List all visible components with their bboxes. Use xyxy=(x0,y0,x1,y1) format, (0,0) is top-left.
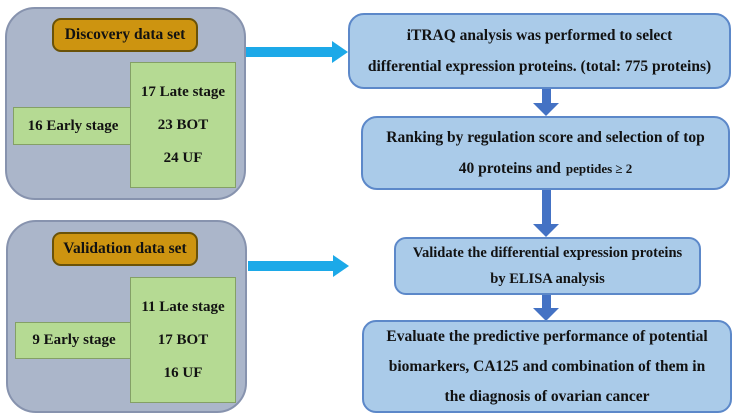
validation-early-stage-label: 9 Early stage xyxy=(32,332,116,348)
discovery-early-stage-label: 16 Early stage xyxy=(27,117,119,134)
validation-title: Validation data set xyxy=(63,240,187,257)
arrow-stem xyxy=(541,295,551,309)
discovery-panel: Discovery data set 16 Early stage 17 Lat… xyxy=(5,7,246,200)
step-ranking-line2: 40 proteins and peptides ≥ 2 xyxy=(459,153,633,184)
step-evaluate-line2: biomarkers, CA125 and combination of the… xyxy=(388,357,706,375)
validation-early-stage-box: 9 Early stage xyxy=(15,322,133,359)
arrow-stem xyxy=(248,261,334,271)
discovery-bot-label: 23 BOT xyxy=(157,116,209,133)
validation-late-stage-label: 11 Late stage xyxy=(141,298,225,315)
step-elisa-line1: Validate the differential expression pro… xyxy=(412,245,683,261)
step-ranking-line2-small: peptides ≥ 2 xyxy=(565,161,633,176)
arrow-head xyxy=(533,224,559,237)
itraq-to-ranking-arrow-icon xyxy=(533,89,559,116)
discovery-title-badge: Discovery data set xyxy=(52,18,198,52)
validation-title-badge: Validation data set xyxy=(52,232,198,266)
arrow-head xyxy=(333,255,349,277)
step-ranking-line1: Ranking by regulation score and selectio… xyxy=(386,129,705,146)
arrow-stem xyxy=(246,47,333,57)
arrow-head xyxy=(332,41,348,63)
arrow-head xyxy=(533,308,559,321)
arrow-stem xyxy=(541,190,551,225)
discovery-late-stage-label: 17 Late stage xyxy=(140,83,226,100)
validation-panel: Validation data set 9 Early stage 11 Lat… xyxy=(6,220,247,413)
discovery-uf-label: 24 UF xyxy=(163,149,203,166)
ranking-to-elisa-arrow-icon xyxy=(533,190,559,237)
arrow-head xyxy=(533,103,559,116)
step-evaluate-line3: the diagnosis of ovarian cancer xyxy=(444,387,650,405)
discovery-to-itraq-arrow-icon xyxy=(246,41,348,63)
validation-subgroups-box: 11 Late stage 17 BOT 16 UF xyxy=(130,277,236,403)
validation-uf-label: 16 UF xyxy=(163,364,203,381)
step-evaluate-line1: Evaluate the predictive performance of p… xyxy=(386,327,708,345)
elisa-to-evaluate-arrow-icon xyxy=(533,295,559,321)
validation-to-elisa-arrow-icon xyxy=(248,255,349,277)
step-elisa-box: Validate the differential expression pro… xyxy=(394,237,701,295)
discovery-title: Discovery data set xyxy=(64,26,186,43)
step-itraq-box: iTRAQ analysis was performed to select d… xyxy=(348,13,731,89)
discovery-subgroups-box: 17 Late stage 23 BOT 24 UF xyxy=(130,62,236,188)
step-elisa-line2: by ELISA analysis xyxy=(490,271,605,287)
discovery-early-stage-box: 16 Early stage xyxy=(13,107,133,145)
step-evaluate-box: Evaluate the predictive performance of p… xyxy=(362,320,732,413)
arrow-stem xyxy=(541,89,551,104)
step-itraq-line2: differential expression proteins. (total… xyxy=(367,58,712,75)
step-ranking-box: Ranking by regulation score and selectio… xyxy=(361,116,730,190)
step-ranking-line2-main: 40 proteins and xyxy=(458,160,561,177)
validation-bot-label: 17 BOT xyxy=(157,331,209,348)
step-itraq-line1: iTRAQ analysis was performed to select xyxy=(406,27,673,44)
